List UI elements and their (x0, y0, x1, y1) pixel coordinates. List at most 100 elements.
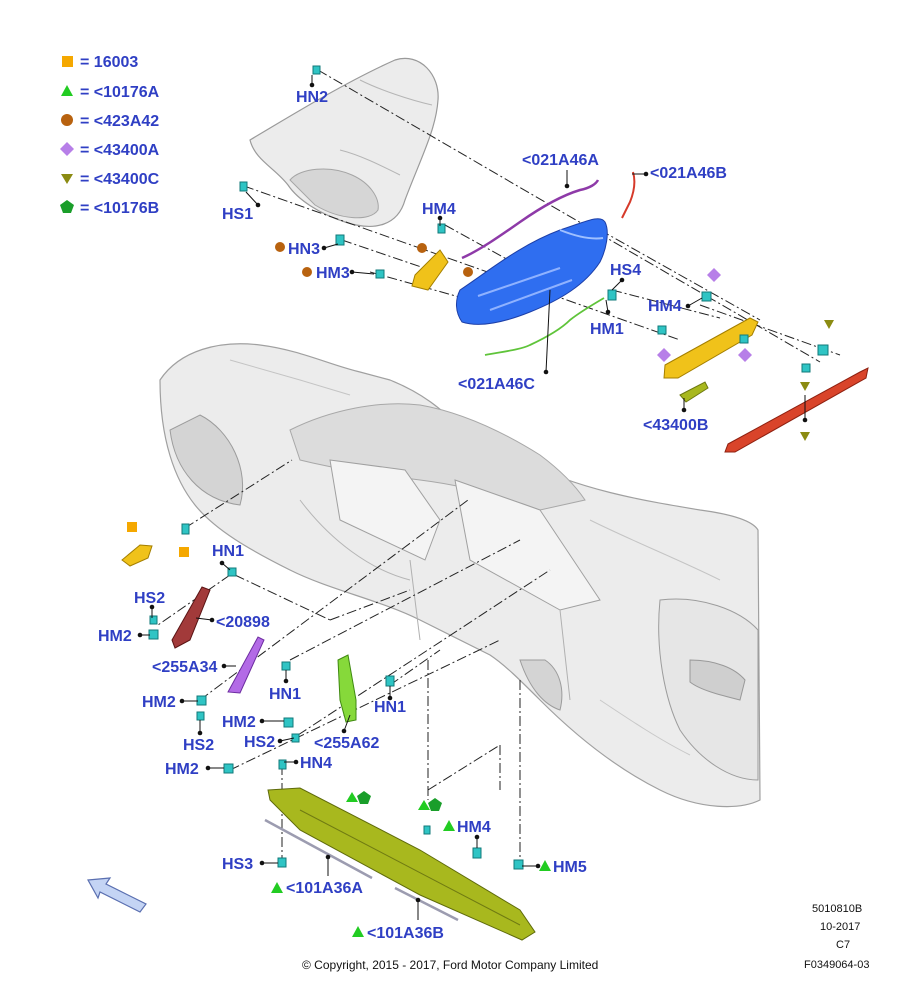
clip-hn1-a (227, 567, 237, 577)
figure-meta: 5010810B 10-2017 C7 F0349064-03 (804, 903, 869, 971)
legend-label-2: = <10176A (80, 84, 160, 101)
clip-hm2-b (196, 695, 207, 706)
triangle-down-symbol-3 (800, 432, 810, 441)
molding-101a36b-part (394, 886, 459, 922)
clip-hm2-a (148, 629, 159, 640)
callout-255a62: <255A62 (314, 735, 379, 752)
clip-yellow (181, 523, 190, 535)
square-symbol-1 (127, 522, 137, 532)
callout-43400b: <43400B (643, 417, 708, 434)
callout-021a46a: <021A46A (522, 152, 599, 169)
yellow-bracket-trunk-part (411, 249, 449, 291)
triangle-down-symbol-1 (824, 320, 834, 329)
meta-code: 5010810B (812, 903, 862, 915)
legend-label-3: = <423A42 (80, 113, 159, 130)
clip-hm3 (375, 269, 385, 279)
forward-arrow-icon (87, 877, 147, 913)
yellow-reinforcement-part (663, 317, 759, 379)
car-body (159, 343, 761, 808)
red-strip-part (724, 367, 869, 453)
leaders (137, 75, 808, 920)
callout-labels: HN2 HS1 HN3 HM3 HM4 <021A46A <021A46B HS… (98, 89, 727, 942)
callout-hm2-b: HM2 (142, 694, 176, 711)
triangle-down-symbol-2 (800, 382, 810, 391)
callout-021a46c: <021A46C (458, 376, 535, 393)
circle-symbol-2 (463, 267, 473, 277)
callout-hm4-right: HM4 (648, 298, 682, 315)
clips (148, 65, 829, 870)
clip-hm2-d (223, 763, 234, 774)
meta-rev: C7 (836, 939, 850, 951)
clip-hs2-b (196, 711, 205, 721)
pentagon-symbol-1 (357, 791, 371, 804)
callout-hn1-a: HN1 (212, 543, 244, 560)
legend-label-1: = 16003 (80, 54, 138, 71)
legend: = 16003 = <10176A = <423A42 = <43400A = … (60, 54, 160, 217)
callout-hs2-a: HS2 (134, 590, 165, 607)
triangle-symbol-6 (352, 926, 364, 937)
clip-right-c (739, 334, 749, 344)
callout-20898: <20898 (216, 614, 270, 631)
callout-hn1-b: HN1 (269, 686, 301, 703)
callout-021a46b: <021A46B (650, 165, 727, 182)
clip-hn4 (278, 759, 287, 770)
legend-triangle-down-icon (61, 174, 73, 184)
callout-hm4-top: HM4 (422, 201, 456, 218)
pentagon-symbol-2 (428, 798, 442, 811)
legend-label-6: = <10176B (80, 200, 159, 217)
clip-hs1 (239, 181, 248, 192)
callout-hm3: HM3 (316, 265, 350, 282)
trunk-bin-part (456, 218, 608, 325)
diamond-symbol-2 (657, 348, 671, 362)
legend-diamond-icon (60, 142, 74, 156)
callout-101a36a: <101A36A (286, 880, 363, 897)
clip-hs3 (277, 857, 287, 868)
callout-hm1: HM1 (590, 321, 624, 338)
callout-hm2-a: HM2 (98, 628, 132, 645)
clip-sill-mid (423, 825, 431, 835)
callout-hm2-d: HM2 (165, 761, 199, 778)
clip-hs4 (607, 289, 617, 301)
meta-figure: F0349064-03 (804, 959, 869, 971)
pillar-trim-255a62-part (337, 654, 357, 723)
clip-hm4-bottom (472, 847, 482, 859)
callout-hs4: HS4 (610, 262, 641, 279)
callout-hn3: HN3 (288, 241, 320, 258)
callout-hm2-c: HM2 (222, 714, 256, 731)
callout-hn1-c: HN1 (374, 699, 406, 716)
clip-hm4-top (437, 223, 446, 234)
clip-hm2-c (283, 717, 294, 728)
callout-255a34: <255A34 (152, 659, 217, 676)
clip-hn2 (312, 65, 321, 75)
molding-101a36a-part (264, 818, 373, 880)
circle-symbol-3 (275, 242, 285, 252)
clip-hm4-right (701, 291, 712, 302)
pillar-trim-255a34-part (227, 636, 265, 694)
legend-square-icon (62, 56, 73, 67)
callout-hn4: HN4 (300, 755, 332, 772)
callout-hn2-top: HN2 (296, 89, 328, 106)
circle-symbol-4 (302, 267, 312, 277)
triangle-symbol-4 (539, 860, 551, 871)
callout-hs2-b: HS2 (183, 737, 214, 754)
triangle-symbol-2 (418, 800, 430, 810)
clip-right-e (817, 344, 829, 356)
meta-date: 10-2017 (820, 921, 860, 933)
clip-hn1-c (385, 675, 395, 687)
callout-hs2-c: HS2 (244, 734, 275, 751)
circle-symbol-1 (417, 243, 427, 253)
clip-hm5 (513, 859, 524, 870)
clip-right-d (801, 363, 811, 373)
legend-pentagon-icon (60, 200, 74, 213)
legend-label-5: = <43400C (80, 171, 160, 188)
callout-hs3: HS3 (222, 856, 253, 873)
yellow-bracket-left-part (121, 544, 153, 567)
triangle-symbol-1 (346, 792, 358, 802)
clip-hs2-a (149, 615, 158, 625)
cable-021a46b-part (621, 171, 636, 219)
legend-triangle-icon (61, 85, 73, 96)
callout-hm4-bottom: HM4 (457, 819, 491, 836)
callout-hm5: HM5 (553, 859, 587, 876)
sill-plate-part (267, 787, 536, 941)
